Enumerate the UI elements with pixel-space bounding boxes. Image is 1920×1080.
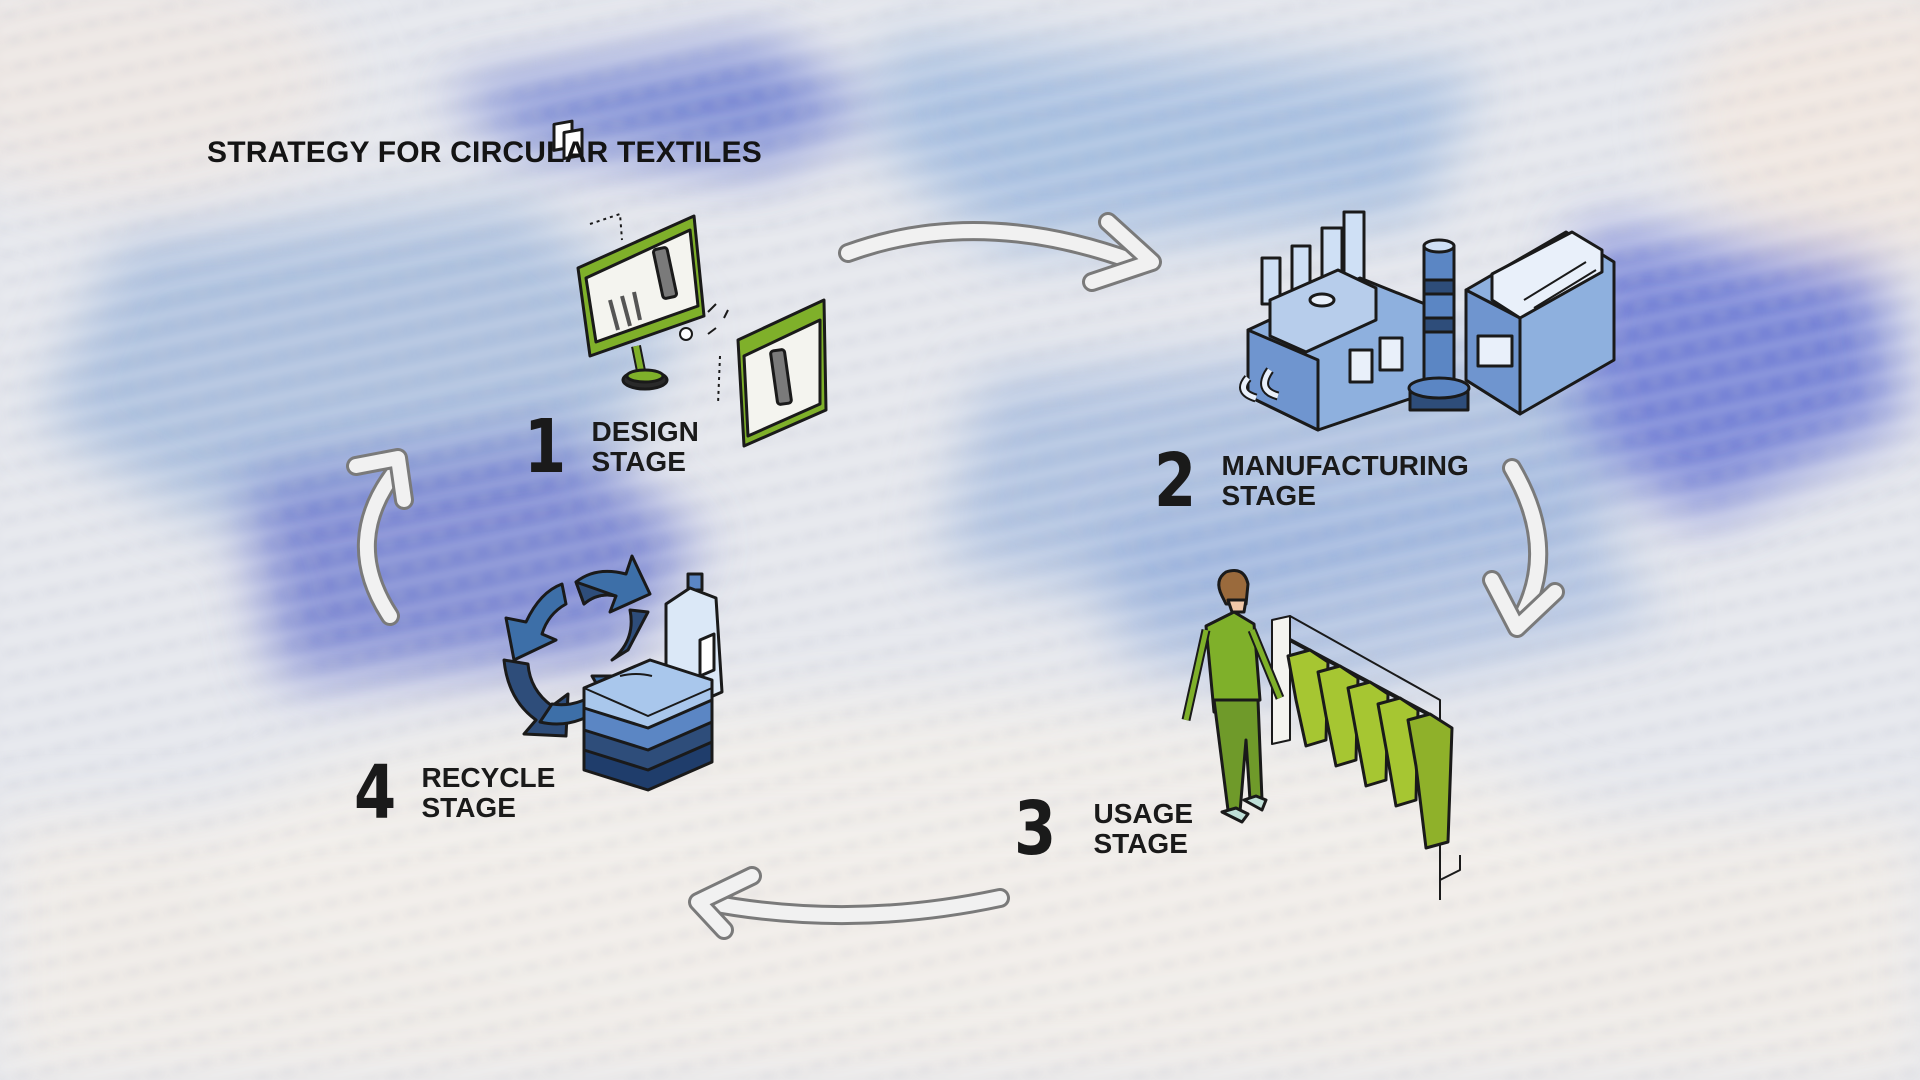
arrow-usage-to-recycle — [688, 866, 1010, 940]
stage-number: 2 — [1154, 438, 1197, 524]
stage-suffix: STAGE — [1221, 480, 1316, 511]
stage-text: DESIGN STAGE — [592, 417, 699, 477]
stage-number: 1 — [524, 404, 567, 490]
arrow-design-to-manufacturing — [838, 212, 1162, 292]
stage-number: 4 — [354, 750, 397, 836]
stage-label-design: 1 DESIGN STAGE — [524, 410, 699, 484]
design-monitor-icon — [552, 119, 828, 448]
clothing-rack-person-icon — [1181, 569, 1461, 900]
stage-label-recycle: 4 RECYCLE STAGE — [354, 756, 555, 830]
stage-suffix: STAGE — [421, 792, 516, 823]
stage-suffix: STAGE — [1093, 828, 1188, 859]
stage-text: MANUFACTURING STAGE — [1222, 451, 1469, 511]
factory-icon — [1239, 210, 1616, 432]
stage-name: MANUFACTURING — [1221, 450, 1469, 481]
stage-suffix: STAGE — [591, 446, 686, 477]
stage-label-manufacturing: 2 MANUFACTURING STAGE — [1154, 444, 1469, 518]
recycle-clothes-icon — [502, 554, 724, 792]
stage-name: DESIGN — [591, 416, 699, 447]
arrow-manufacturing-to-usage — [1482, 458, 1565, 638]
stage-text: USAGE STAGE — [1094, 799, 1194, 859]
stage-name: RECYCLE — [421, 762, 556, 793]
arrow-recycle-to-design — [346, 448, 414, 626]
page-title: STRATEGY FOR CIRCULAR TEXTILES — [207, 136, 762, 169]
stage-text: RECYCLE STAGE — [422, 763, 556, 823]
stage-label-usage: 3 USAGE STAGE — [1014, 792, 1193, 866]
stage-number: 3 — [1014, 786, 1057, 872]
stage-name: USAGE — [1093, 798, 1194, 829]
